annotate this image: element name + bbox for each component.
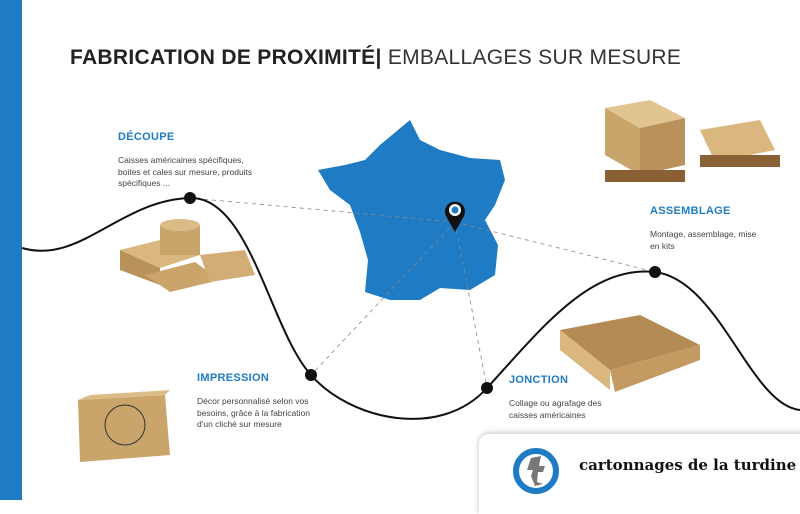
brand-name: cartonnages de la turdine: [579, 456, 797, 474]
step-title: JONCTION: [509, 374, 569, 386]
illustration: [21, 100, 800, 462]
step-decoupe: DÉCOUPE Caisses américaines spécifiques,…: [118, 131, 278, 190]
brand-card: cartonnages de la turdine: [479, 434, 800, 514]
step-title: DÉCOUPE: [118, 131, 175, 143]
assemblage-pallets-illustration: [605, 100, 780, 182]
title-light: EMBALLAGES SUR MESURE: [387, 46, 682, 69]
step-title: IMPRESSION: [197, 372, 270, 384]
france-map: [318, 120, 505, 300]
sidebar-accent-bar: [0, 0, 22, 500]
decoupe-boxes-illustration: [120, 219, 255, 292]
title-bold: FABRICATION DE PROXIMITÉ|: [70, 46, 382, 69]
connector-lines: [189, 197, 656, 389]
step-dots: [184, 192, 661, 394]
step-description: Caisses américaines spécifiques,boites e…: [118, 155, 253, 188]
brand-logo-icon: [513, 448, 559, 494]
process-curve: [21, 196, 800, 420]
map-pin-icon: [445, 201, 465, 232]
jonction-box-illustration: [560, 315, 700, 392]
impression-box-illustration: [78, 390, 170, 462]
step-title: ASSEMBLAGE: [650, 205, 731, 217]
page-title: FABRICATION DE PROXIMITÉ| EMBALLAGES SUR…: [70, 46, 681, 70]
